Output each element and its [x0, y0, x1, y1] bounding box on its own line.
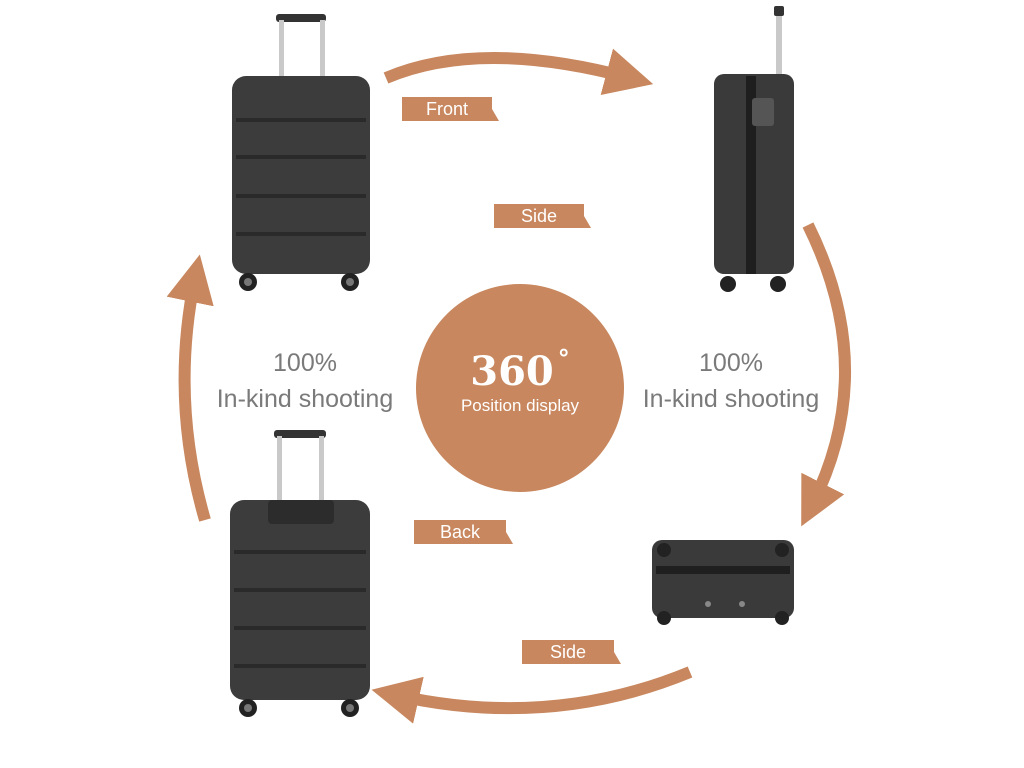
degrees-value: 360 — [470, 348, 554, 395]
degrees-text: 360° — [416, 344, 624, 395]
left-caption-percent: 100% — [273, 349, 337, 377]
left-caption-text: In-kind shooting — [216, 385, 394, 413]
label-back-text: Back — [439, 522, 481, 542]
label-side-bottom-text: Side — [549, 642, 587, 662]
label-back: Back — [414, 520, 513, 544]
position-display-text: Position display — [460, 396, 580, 415]
right-caption: 100% In-kind shooting — [621, 345, 841, 417]
right-caption-percent: 100% — [699, 349, 763, 377]
arrow-top — [383, 48, 654, 96]
label-side-top-text: Side — [520, 206, 558, 226]
arrow-bottom — [371, 666, 693, 724]
right-caption-text: In-kind shooting — [642, 385, 820, 413]
degree-symbol: ° — [557, 344, 570, 373]
label-front: Front — [402, 97, 499, 121]
label-side-top: Side — [494, 204, 591, 228]
label-side-bottom: Side — [522, 640, 621, 664]
left-caption: 100% In-kind shooting — [195, 345, 415, 417]
center-badge: 360° Position display — [416, 284, 624, 492]
label-front-text: Front — [425, 99, 468, 119]
arrow-left — [166, 254, 214, 522]
arrow-right — [801, 222, 851, 527]
